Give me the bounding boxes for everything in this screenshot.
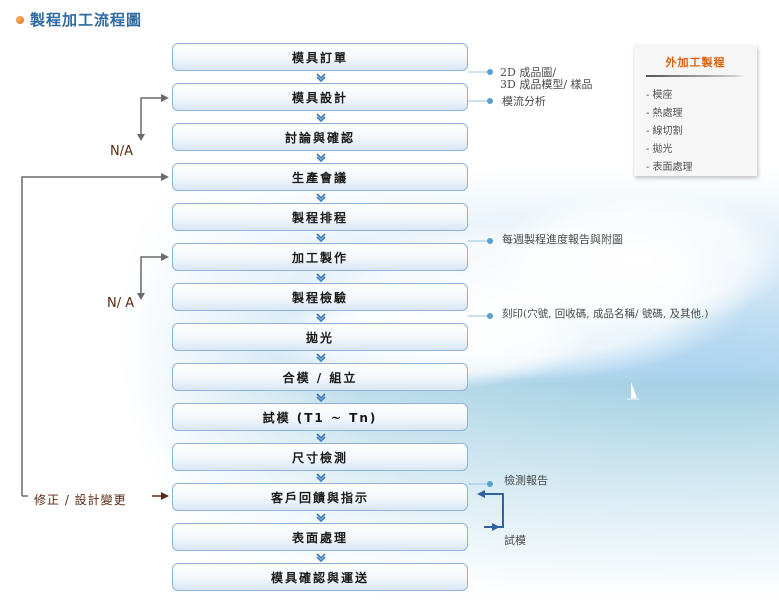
process-step: 試模 (T1 ~ Tn) (172, 403, 468, 431)
process-step: 模具確認與運送 (172, 563, 468, 591)
chevron-down-icon (316, 553, 326, 562)
chevron-down-icon (316, 313, 326, 322)
process-step: 尺寸檢測 (172, 443, 468, 471)
process-step: 製程排程 (172, 203, 468, 231)
process-step: 加工製作 (172, 243, 468, 271)
chevron-down-icon (316, 233, 326, 242)
page-title: 製程加工流程圖 (16, 9, 142, 30)
process-step: 拋光 (172, 323, 468, 351)
panel-list: - 模座 - 熱處理 - 線切割 - 拋光 - 表面處理 (646, 87, 745, 177)
chevron-down-icon (316, 353, 326, 362)
process-step: 討論與確認 (172, 123, 468, 151)
note-mold-flow: 模流分析 (502, 95, 546, 108)
revision-label: 修正 / 設計變更 (34, 493, 127, 507)
note-weekly-report: 每週製程進度報告與附圖 (502, 233, 623, 246)
outsourced-process-panel: 外加工製程 - 模座 - 熱處理 - 線切割 - 拋光 - 表面處理 (634, 45, 757, 176)
chevron-down-icon (316, 393, 326, 402)
panel-item: - 線切割 (646, 126, 683, 137)
panel-title: 外加工製程 (665, 56, 726, 69)
process-step: 模具訂單 (172, 43, 468, 71)
chevron-down-icon (316, 73, 326, 82)
chevron-down-icon (316, 193, 326, 202)
chevron-down-icon (316, 273, 326, 282)
chevron-down-icon (316, 473, 326, 482)
note-engraving: 刻印(穴號, 回收碼, 成品名稱/ 號碼, 及其他.) (502, 308, 709, 320)
panel-item: - 拋光 (646, 144, 673, 155)
process-step: 客戶回饋與指示 (172, 483, 468, 511)
panel-item: - 熱處理 (646, 108, 683, 119)
note-inspection-report: 檢測報告 (504, 474, 548, 487)
chevron-down-icon (316, 153, 326, 162)
panel-divider (646, 75, 745, 77)
chevron-down-icon (316, 433, 326, 442)
sailboat-icon (627, 382, 639, 400)
note-trial-mold: 試模 (504, 534, 526, 547)
process-step: 生產會議 (172, 163, 468, 191)
panel-item: - 表面處理 (646, 162, 693, 173)
process-step: 合模 / 組立 (172, 363, 468, 391)
process-step: 模具設計 (172, 83, 468, 111)
orange-bullet-icon (16, 15, 24, 24)
panel-item: - 模座 (646, 90, 673, 101)
chevron-down-icon (316, 513, 326, 522)
process-step: 表面處理 (172, 523, 468, 551)
process-step: 製程檢驗 (172, 283, 468, 311)
note-cad-drawings: 2D 成品圖/ 3D 成品模型/ 樣品 (500, 66, 593, 91)
chevron-down-icon (316, 113, 326, 122)
na-label-process: N/ A (107, 296, 135, 311)
na-label-design: N/A (110, 144, 133, 159)
